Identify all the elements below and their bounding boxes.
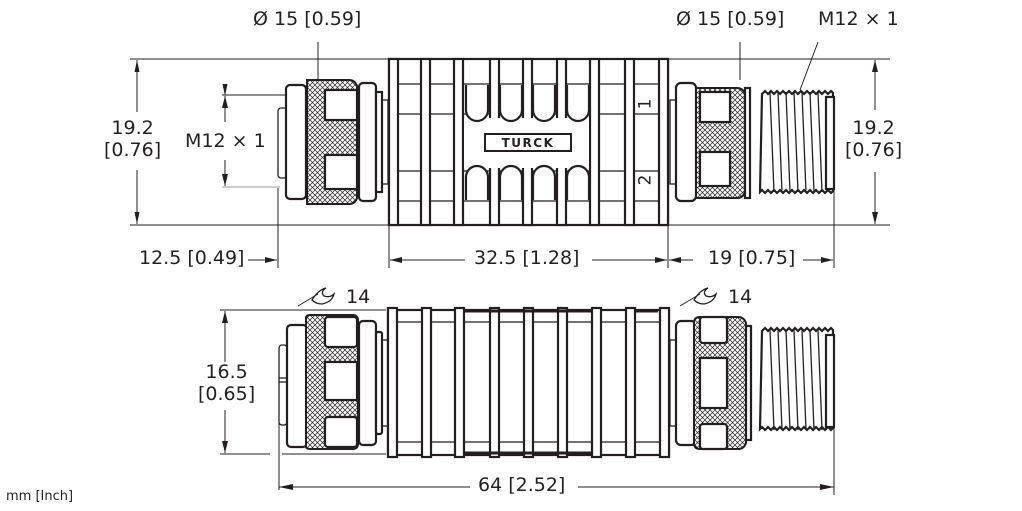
side-height-mm: 16.5 (205, 361, 248, 383)
top-view (130, 41, 890, 268)
side-view (220, 287, 836, 495)
adapter-body-side (386, 306, 671, 459)
right-nut-diameter-label: Ø 15 [0.59] (676, 8, 785, 30)
left-nut-diameter-label: Ø 15 [0.59] (253, 8, 362, 30)
adapter-body-top (387, 57, 670, 227)
left-height-inch: [0.76] (104, 138, 162, 161)
turck-logo: TURCK (484, 133, 572, 152)
left-length-label: 12.5 [0.49] (139, 247, 245, 269)
left-thread-label: M12 × 1 (185, 130, 266, 152)
overall-length-label: 64 [2.52] (478, 474, 566, 496)
port-1-label: 1 (635, 98, 656, 110)
units-note: mm [Inch] (6, 489, 74, 504)
side-height-inch: [0.65] (198, 382, 256, 405)
right-height-dimension: 19.2 [0.76] (845, 117, 903, 162)
port-2-label: 2 (635, 174, 656, 186)
right-height-mm: 19.2 (852, 117, 895, 139)
left-wrench-size-label: 14 (346, 286, 371, 308)
body-length-label: 32.5 [1.28] (474, 247, 580, 269)
side-height-dimension: 16.5 [0.65] (198, 361, 256, 406)
right-length-label: 19 [0.75] (708, 247, 796, 269)
right-height-inch: [0.76] (845, 138, 903, 161)
right-wrench-size-label: 14 (728, 286, 753, 308)
left-height-mm: 19.2 (111, 117, 154, 139)
right-thread-label: M12 × 1 (818, 8, 899, 30)
left-height-dimension: 19.2 [0.76] (104, 117, 162, 162)
